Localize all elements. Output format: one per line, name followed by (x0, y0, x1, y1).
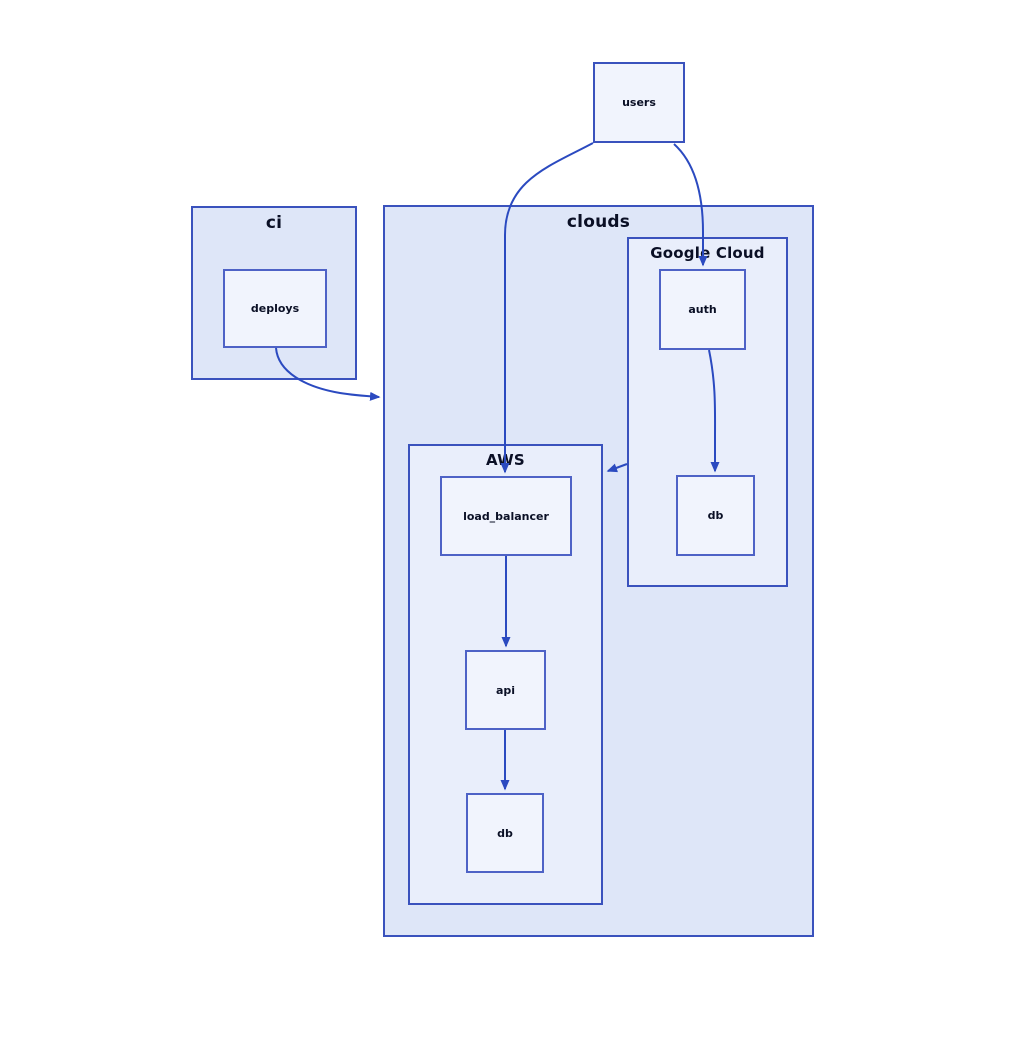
node-api: api (465, 650, 546, 730)
node-users-label: users (622, 96, 656, 109)
node-deploys-label: deploys (250, 302, 300, 315)
node-load-balancer-label: load_balancer (463, 509, 549, 523)
node-api-label: api (495, 683, 516, 697)
node-aws-db-label: db (497, 826, 513, 840)
container-clouds-title: clouds (566, 212, 631, 232)
node-auth-label: auth (688, 303, 717, 316)
node-google-cloud-db: db (676, 475, 755, 556)
node-google-cloud-db-label: db (707, 509, 724, 522)
container-ci-title: ci (265, 213, 283, 233)
container-google-cloud-title: Google Cloud (650, 244, 765, 262)
container-aws-title: AWS (486, 451, 525, 469)
node-users: users (593, 62, 685, 143)
node-load-balancer: load_balancer (440, 476, 572, 556)
node-auth: auth (659, 269, 746, 350)
node-aws-db: db (466, 793, 544, 873)
node-deploys: deploys (223, 269, 327, 348)
